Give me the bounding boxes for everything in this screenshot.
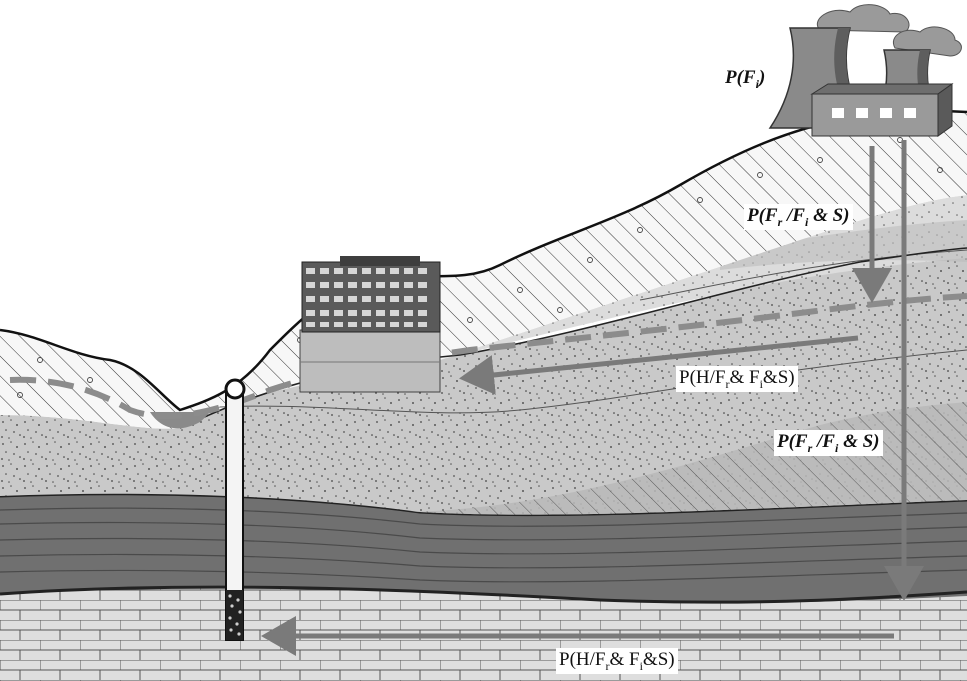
monitoring-well-icon (224, 378, 246, 641)
label-p-fi: P(Fi) (725, 67, 766, 91)
label-p-fr-lower: P(Fr /Fi & S) (774, 430, 883, 456)
arrow-sand-to-building (459, 335, 859, 395)
apartment-building-icon (299, 256, 441, 393)
label-p-hf-lower: P(H/Fr& Fi&S) (556, 648, 678, 674)
label-p-fr-upper: P(Fr /Fi & S) (744, 204, 853, 230)
power-plant-icon (768, 4, 962, 137)
flow-arrows (261, 140, 924, 656)
label-p-hf-upper: P(H/Fr& Fi&S) (676, 366, 798, 392)
topsoil-layer (0, 111, 967, 429)
